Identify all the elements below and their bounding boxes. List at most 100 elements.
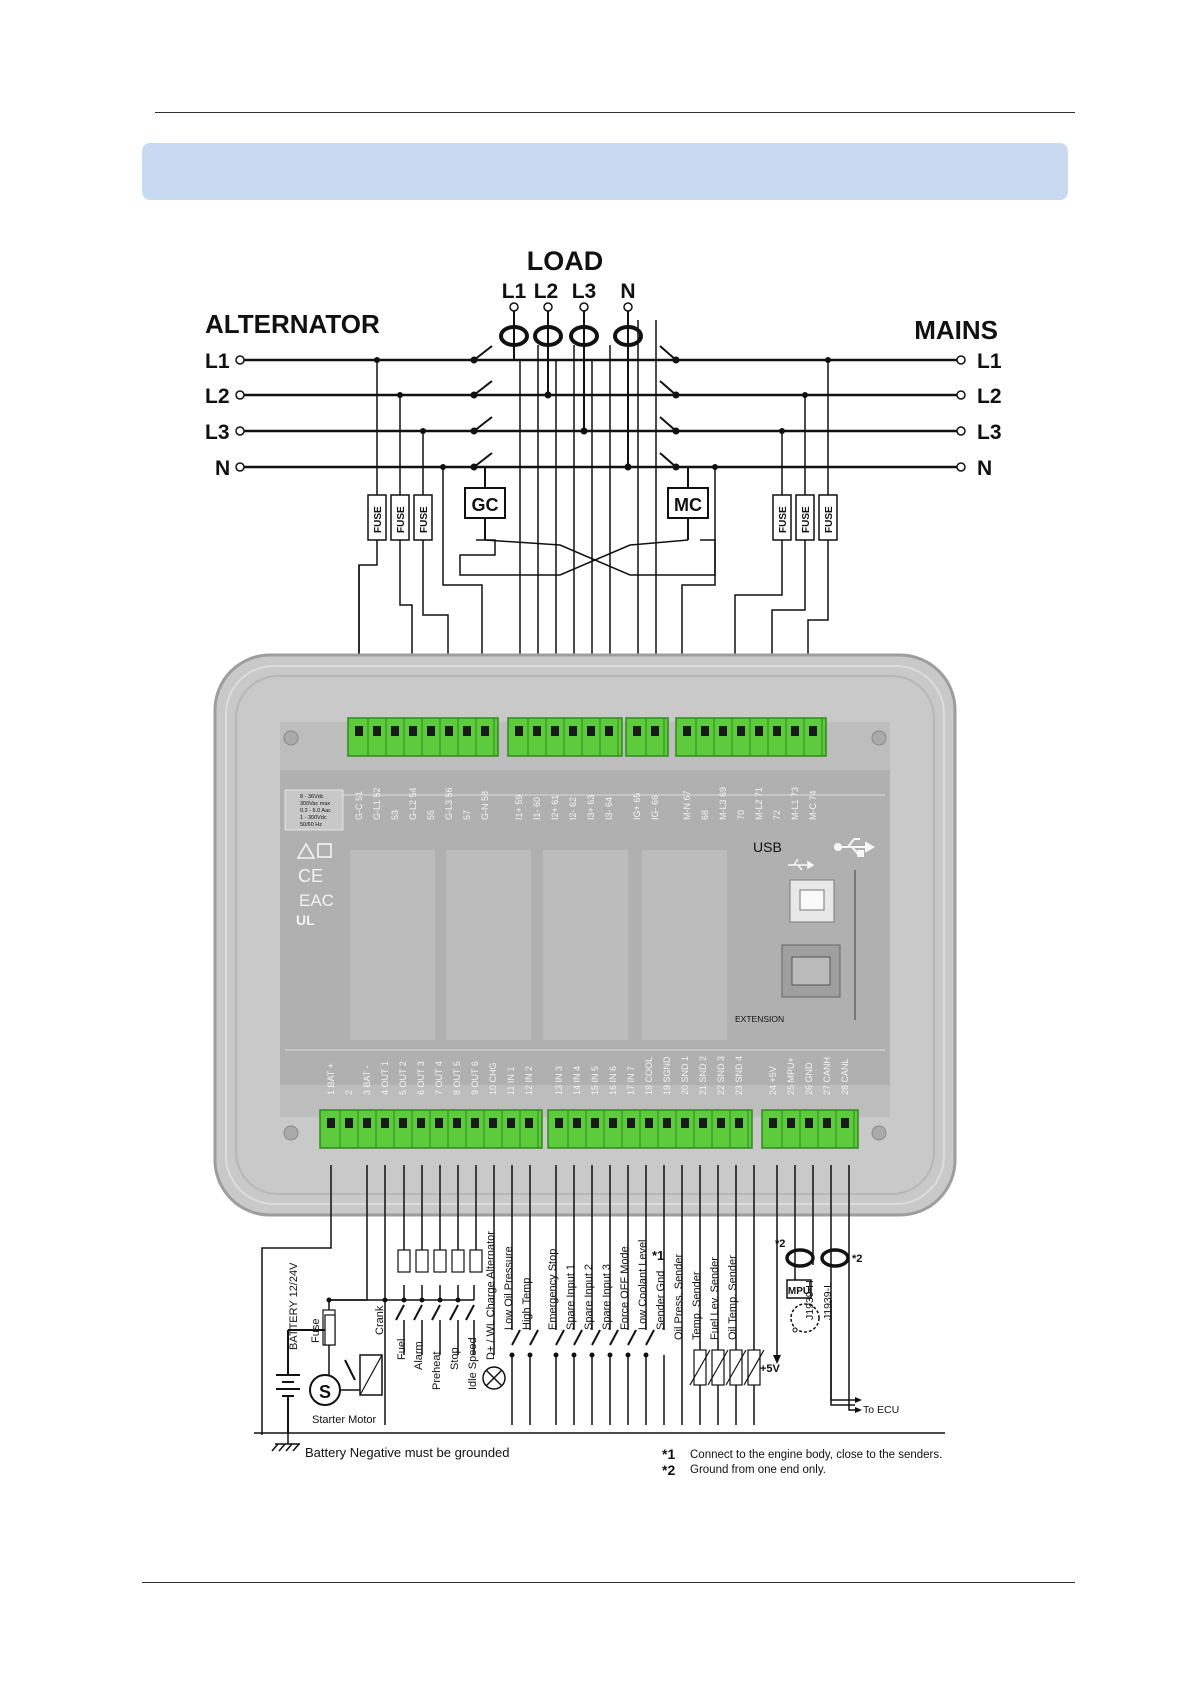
terminal-screw: [555, 1118, 563, 1128]
terminal-block: [761, 1109, 859, 1149]
terminal-screw: [525, 1118, 533, 1128]
sender-resistors: [689, 1349, 765, 1386]
alarm-label: Alarm: [413, 1341, 425, 1370]
ce-mark-icon: CE: [298, 866, 323, 886]
terminal-label: 1 BAT +: [326, 1063, 336, 1095]
terminal-label: 19 SGND: [662, 1056, 672, 1095]
top-terminal-blocks: [347, 717, 827, 757]
terminal-screw: [381, 1118, 389, 1128]
temp-sender-label: Temp. Sender: [691, 1271, 703, 1340]
warning-icon: [296, 842, 316, 859]
emergency-stop-label: Emergency Stop: [547, 1249, 559, 1330]
interlock-wiring: [459, 539, 716, 576]
terminal-screw: [681, 1118, 689, 1128]
terminal-screw: [651, 726, 659, 736]
mains-n-label: N: [977, 457, 992, 480]
terminal-label: I3- 64: [604, 797, 614, 820]
terminal-screw: [435, 1118, 443, 1128]
terminal-screw: [587, 726, 595, 736]
charge-alternator-label: D+ / WL Charge Alternator: [485, 1231, 497, 1360]
rating-frequency: 50/60 Hz: [300, 822, 322, 828]
can-wiring: [830, 1300, 855, 1406]
terminal-label: 68: [700, 810, 710, 820]
terminal-label: 72: [772, 810, 782, 820]
fuse-label: FUSE: [801, 506, 812, 533]
note-1-text: Connect to the engine body, close to the…: [690, 1449, 942, 1461]
terminal-label: M-L3 69: [718, 787, 728, 820]
mpu-sensor: MPU: [785, 1248, 850, 1333]
terminal-block: [347, 717, 499, 757]
oil-press-sender-label: Oil Press. Sender: [673, 1253, 685, 1340]
mains-title: MAINS: [914, 315, 998, 345]
spare-input-1-label: Spare Input 1: [565, 1264, 577, 1330]
starter-symbol: S: [319, 1382, 331, 1402]
terminal-label: 26 GND: [804, 1062, 814, 1095]
terminal-screw: [417, 1118, 425, 1128]
terminal-screw: [489, 1118, 497, 1128]
output-switches: [395, 1304, 655, 1346]
terminal-screw: [453, 1118, 461, 1128]
terminal-screw: [805, 1118, 813, 1128]
load-bus: [478, 358, 672, 469]
terminal-label: 24 +5V: [768, 1066, 778, 1095]
sender-gnd-label: Sender Gnd: [655, 1271, 667, 1330]
terminal-label: I2- 62: [568, 797, 578, 820]
terminal-screw: [605, 726, 613, 736]
arrows: [773, 1355, 862, 1413]
terminal-block: [547, 1109, 753, 1149]
mark-2-mpu: *2: [775, 1238, 785, 1250]
terminal-label: 22 SND 3: [716, 1056, 726, 1095]
load-title: LOAD: [527, 246, 604, 276]
preheat-label: Preheat: [431, 1351, 443, 1390]
terminal-label: 16 IN 6: [608, 1066, 618, 1095]
terminal-screw: [645, 1118, 653, 1128]
plus5v-label: +5V: [760, 1363, 781, 1375]
generator-fuses: FUSE FUSE FUSE: [367, 494, 433, 541]
terminal-block: [507, 717, 623, 757]
terminal-label: 55: [426, 810, 436, 820]
terminal-screw: [399, 1118, 407, 1128]
terminal-screw: [609, 1118, 617, 1128]
ground-symbol: [271, 1433, 300, 1452]
terminal-screw: [735, 1118, 743, 1128]
fuse-label: FUSE: [778, 506, 789, 533]
terminal-label: I1+ 59: [514, 795, 524, 820]
terminal-screw: [363, 1118, 371, 1128]
terminal-screw: [481, 726, 489, 736]
terminal-screw: [841, 1118, 849, 1128]
battery: [276, 1329, 331, 1433]
terminal-screw: [327, 1118, 335, 1128]
low-oil-pressure-label: Low Oil Pressure: [503, 1246, 515, 1330]
terminal-label: G-N 58: [480, 791, 490, 820]
current-transformers: [499, 325, 643, 347]
terminal-label: G-L1 52: [372, 787, 382, 820]
terminal-label: G-L3 56: [444, 787, 454, 820]
terminal-label: 10 CHG: [488, 1062, 498, 1095]
section-banner: [142, 143, 1068, 200]
crank-label: Crank: [374, 1305, 386, 1335]
terminal-label: IG- 66: [650, 795, 660, 820]
contactor-switches: [473, 345, 677, 468]
terminal-label: 14 IN 4: [572, 1066, 582, 1095]
terminal-label: 11 IN 1: [506, 1067, 516, 1095]
terminal-screw: [809, 726, 817, 736]
terminal-label: I2+ 61: [550, 795, 560, 820]
terminal-screw: [791, 726, 799, 736]
j1939-l-label: J1939-L: [822, 1282, 834, 1320]
terminal-label: 53: [390, 810, 400, 820]
terminal-screw: [471, 1118, 479, 1128]
low-coolant-level-label: Low Coolant Level: [637, 1239, 649, 1330]
terminal-label: 23 SND 4: [734, 1056, 744, 1095]
controller-body: 8 - 36Vdc 300Vac max 0.2 - 6.0 Aac 1 - 3…: [213, 653, 957, 1217]
mc-label: MC: [674, 495, 702, 515]
terminal-label: 25 MPU+: [786, 1057, 796, 1095]
fuel-lev-sender-label: Fuel Lev. Sender: [709, 1257, 721, 1340]
footer-rule: [142, 1582, 1075, 1583]
gc-label: GC: [472, 495, 499, 515]
terminal-screw: [717, 1118, 725, 1128]
terminal-screw: [683, 726, 691, 736]
eac-mark-icon: EAC: [299, 891, 334, 910]
extension-label: EXTENSION: [735, 1014, 784, 1024]
